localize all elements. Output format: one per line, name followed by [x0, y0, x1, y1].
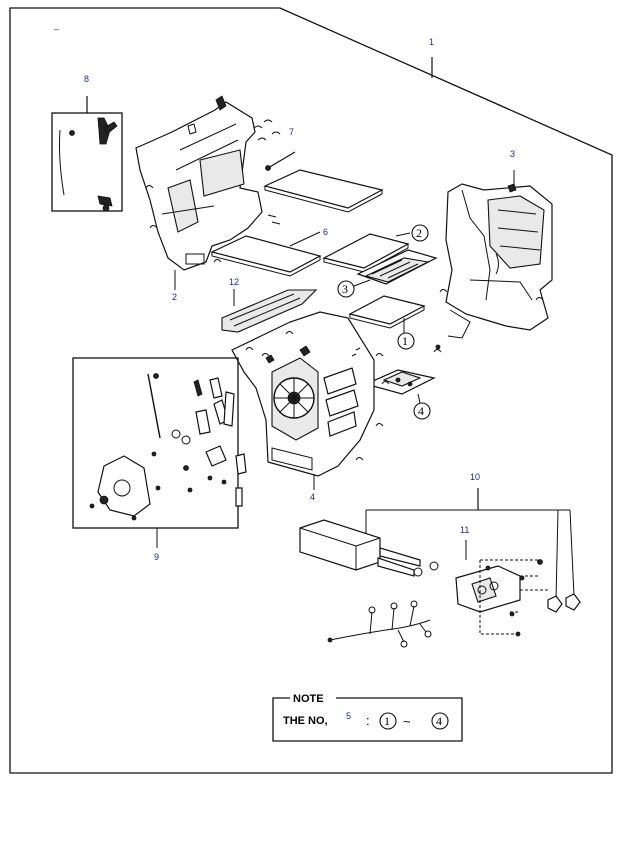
callout-3: 3: [510, 149, 515, 159]
part-8-linkage-kit: [51, 112, 123, 212]
part-panel-upper: [263, 169, 384, 213]
callout-10: 10: [470, 472, 480, 482]
callout-11: 11: [460, 525, 469, 535]
circled-4-marker: [413, 402, 431, 420]
part-12-seal-strip: [221, 289, 318, 333]
part-circled-4-heater-core: [364, 369, 436, 404]
callout-5: 5: [346, 711, 351, 721]
part-8-box: [51, 112, 123, 212]
note-tilde: ~: [403, 714, 411, 729]
circled-4-label: 4: [418, 404, 424, 418]
note-from: 1: [384, 714, 390, 728]
note-prefix: THE NO,: [283, 715, 328, 727]
circled-2-marker: [411, 224, 429, 242]
part-10-leader-bracket: [365, 509, 575, 601]
part-10-blower-motor: [299, 519, 439, 577]
note-title: NOTE: [293, 693, 324, 705]
part-2-left-case: [135, 95, 263, 271]
callout-2: 2: [172, 292, 177, 302]
assembly-boundary-frame: [9, 7, 613, 774]
note-box: NOTE THE NO, 5 : 1 ~ 4: [272, 693, 463, 742]
circled-1-marker: [397, 332, 415, 350]
note-colon: :: [366, 713, 370, 728]
callout-8: 8: [84, 74, 89, 84]
part-panel-middle: [210, 214, 322, 277]
leader-6: [289, 231, 321, 247]
circled-3-label: 3: [342, 282, 348, 296]
note-frame: [272, 697, 463, 742]
callout-12: 12: [229, 277, 239, 287]
circled-1-label: 1: [402, 334, 408, 348]
callout-1: 1: [429, 37, 434, 47]
corner-mark: _: [53, 20, 60, 30]
circled-2-label: 2: [416, 226, 422, 240]
part-10-connectors: [547, 593, 581, 613]
circled-3-marker: [337, 280, 355, 298]
part-11-resistor-module: [455, 559, 548, 637]
part-circled-3-core: [353, 249, 438, 287]
callout-7: 7: [289, 127, 294, 137]
part-3-right-case: [439, 183, 553, 339]
part-9-box: [72, 357, 239, 529]
part-wiring-harness: [327, 600, 432, 648]
note-to-marker: [431, 712, 449, 730]
callout-4: 4: [310, 492, 315, 502]
part-9-lever-kit: [89, 373, 247, 521]
note-from-marker: [379, 712, 397, 730]
callout-9: 9: [154, 552, 159, 562]
part-circled-1-panel: [348, 295, 426, 333]
part-small-clips: [351, 344, 442, 357]
part-7-clips: [253, 119, 296, 171]
note-to: 4: [436, 714, 442, 728]
part-4-center-case: [231, 311, 390, 477]
callout-6: 6: [323, 227, 328, 237]
